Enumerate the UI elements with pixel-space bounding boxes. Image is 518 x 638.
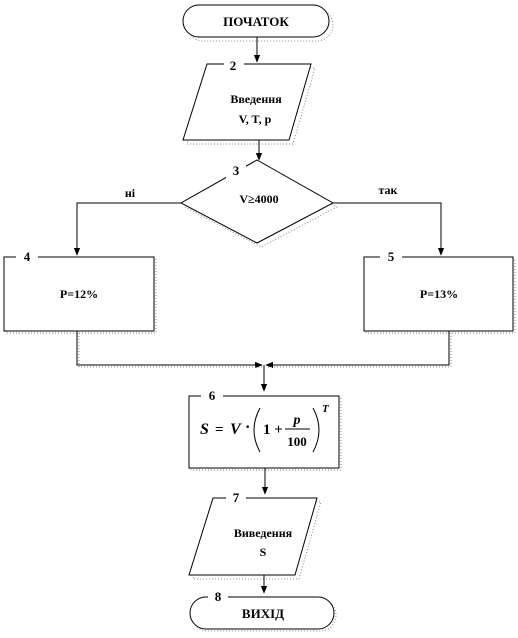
process-left-block: 4 P=12% bbox=[3, 248, 157, 334]
formula-dot: · bbox=[245, 419, 250, 436]
connector-right-merge-shadow bbox=[266, 333, 452, 368]
output-block-line1: Виведення bbox=[234, 526, 293, 540]
formula-denominator: 100 bbox=[287, 434, 307, 449]
decision-no-label: ні bbox=[125, 186, 136, 200]
end-terminator: 8 ВИХІД bbox=[189, 588, 337, 632]
formula-block-number: 6 bbox=[209, 388, 216, 403]
input-block: 2 Введення V, T, p bbox=[182, 56, 316, 145]
start-label: ПОЧАТОК bbox=[223, 14, 289, 29]
output-block-line2: S bbox=[260, 545, 267, 559]
formula-right-paren bbox=[312, 407, 320, 453]
input-block-line1: Введення bbox=[230, 92, 282, 106]
start-terminator: ПОЧАТОК bbox=[182, 4, 334, 42]
process-right-block: 5 P=13% bbox=[363, 248, 516, 334]
formula-equals: = bbox=[215, 422, 224, 438]
formula-block: 6 S = V · 1 + p 100 T bbox=[188, 387, 342, 471]
connector-decision-yes bbox=[333, 202, 445, 256]
formula-exponent: T bbox=[322, 403, 330, 415]
decision-condition: V≥4000 bbox=[239, 192, 278, 206]
connector-right-merge bbox=[265, 331, 450, 369]
decision-yes-label: так bbox=[379, 183, 398, 197]
formula-numerator: p bbox=[293, 413, 301, 428]
output-block-number: 7 bbox=[233, 490, 240, 505]
formula-v: V bbox=[230, 421, 242, 438]
formula-lhs: S bbox=[200, 421, 209, 438]
process-right-number: 5 bbox=[388, 249, 395, 264]
connector-decision-no bbox=[73, 202, 181, 256]
formula-left-paren bbox=[253, 407, 261, 453]
connector-left-merge bbox=[76, 331, 263, 369]
input-block-line2: V, T, p bbox=[239, 112, 272, 126]
decision-block-number: 3 bbox=[233, 163, 240, 178]
process-left-number: 4 bbox=[24, 249, 31, 264]
end-label: ВИХІД bbox=[242, 606, 284, 621]
input-block-number: 2 bbox=[230, 58, 237, 73]
process-right-text: P=13% bbox=[420, 287, 458, 301]
end-number: 8 bbox=[215, 589, 222, 604]
output-block: 7 Виведення S bbox=[188, 489, 322, 580]
process-left-text: P=12% bbox=[60, 287, 98, 301]
connector-left-merge-shadow bbox=[78, 333, 262, 368]
formula-one-plus: 1 + bbox=[263, 422, 283, 438]
decision-block: 3 V≥4000 bbox=[179, 159, 339, 248]
